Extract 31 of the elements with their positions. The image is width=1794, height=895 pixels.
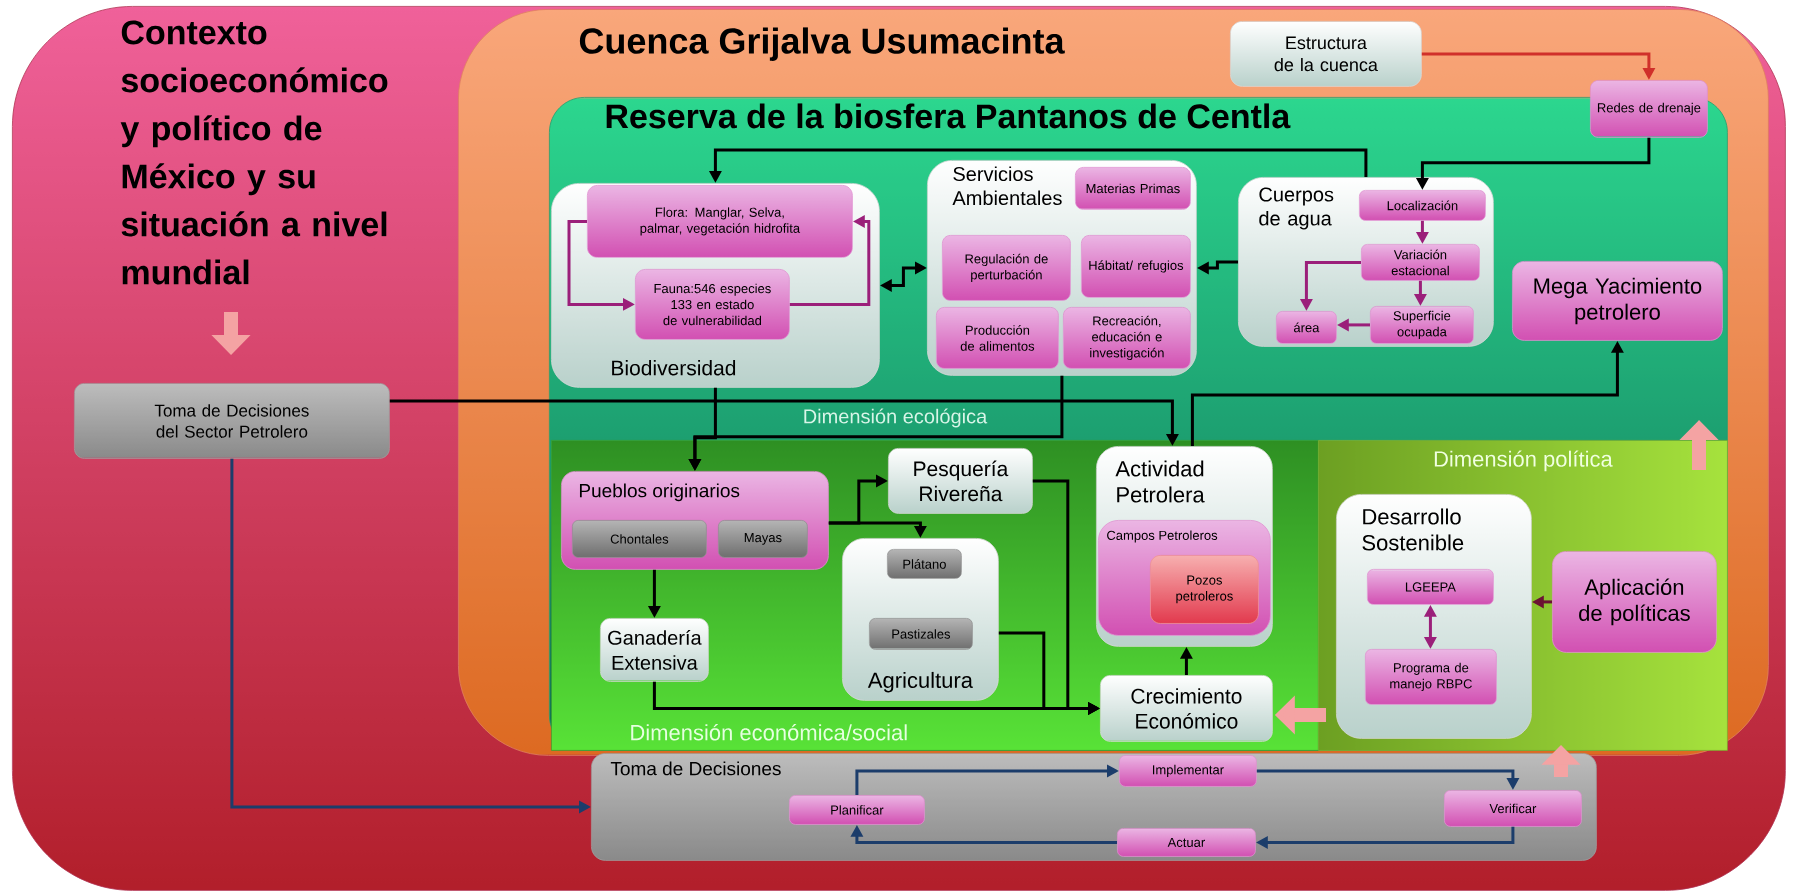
process-box: Hábitat/ refugios [1081,235,1191,298]
process-box: Producción de alimentos [936,307,1059,369]
process-box: Superficie ocupada [1370,306,1474,344]
process-box: Flora: Manglar, Selva, palmar, vegetación hidrofita [587,185,853,258]
process-box: área [1276,311,1337,344]
process-box: Materias Primas [1075,167,1191,210]
process-box: Crecimiento Económico [1100,675,1273,742]
process-box: Fauna:546 especies 133 en estado de vulnerabilidad [635,269,790,340]
process-box: LGEEPA [1367,569,1494,605]
item-box: Chontales [572,520,707,558]
process-box: Pesquería Rivereña [888,448,1033,514]
process-box: Planificar [789,795,925,825]
process-box: Redes de drenaje [1590,80,1708,138]
process-box: Variación estacional [1361,244,1480,281]
process-box: Estructura de la cuenca [1230,21,1422,87]
item-box: Mayas [718,520,808,558]
item-box: Plátano [887,549,962,579]
process-box: Mega Yacimiento petrolero [1512,261,1723,341]
process-box: Implementar [1119,755,1257,787]
process-box: Aplicación de políticas [1552,551,1717,653]
process-box: Verificar [1444,790,1582,827]
process-box: Programa de manejo RBPC [1365,649,1497,705]
process-box: Recreación, educación e investigación [1063,307,1191,369]
process-box: Pozos petroleros [1150,555,1259,624]
process-box: Localización [1359,190,1486,221]
process-box: Toma de Decisiones del Sector Petrolero [74,383,390,459]
process-box: Regulación de perturbación [942,235,1071,301]
process-box: Actuar [1117,828,1256,857]
item-box: Pastizales [869,618,973,650]
process-box: Ganadería Extensiva [600,618,709,682]
dimension-label: Dimensión ecológica [804,408,988,428]
